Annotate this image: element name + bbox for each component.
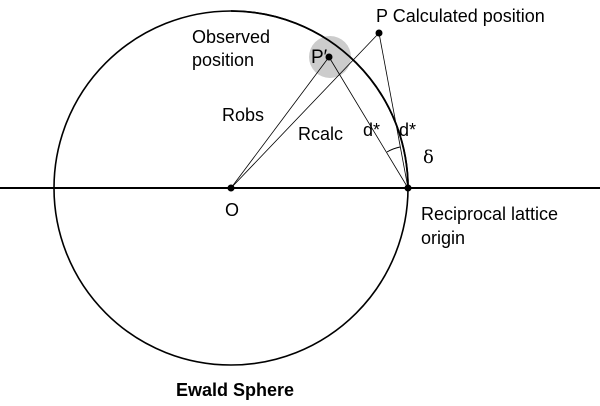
label-observed-2: position xyxy=(192,50,255,70)
point-o xyxy=(227,184,235,192)
label-reciprocal-1: Reciprocal lattice xyxy=(421,204,559,224)
point-p xyxy=(375,29,383,37)
point-p-prime xyxy=(325,53,333,61)
delta-angle-arc xyxy=(386,146,401,153)
label-delta: δ xyxy=(423,147,434,168)
label-dstar-calc: d* xyxy=(399,120,417,140)
label-rcalc: Rcalc xyxy=(298,124,344,144)
label-robs: Robs xyxy=(222,105,265,125)
ewald-arc-overlay xyxy=(230,10,409,189)
robs-line xyxy=(230,56,330,189)
label-observed-1: Observed xyxy=(192,27,271,47)
label-reciprocal-2: origin xyxy=(421,228,466,248)
diagram-title: Ewald Sphere xyxy=(176,380,295,400)
label-o: O xyxy=(225,200,240,220)
rcalc-line xyxy=(230,32,380,189)
label-p: P Calculated position xyxy=(376,6,545,26)
dstar-calc-line xyxy=(378,32,409,189)
dstar-obs-line xyxy=(328,56,409,189)
label-dstar-obs: d* xyxy=(363,120,381,140)
point-origin xyxy=(404,184,412,192)
label-p-prime: P′ xyxy=(311,47,328,68)
